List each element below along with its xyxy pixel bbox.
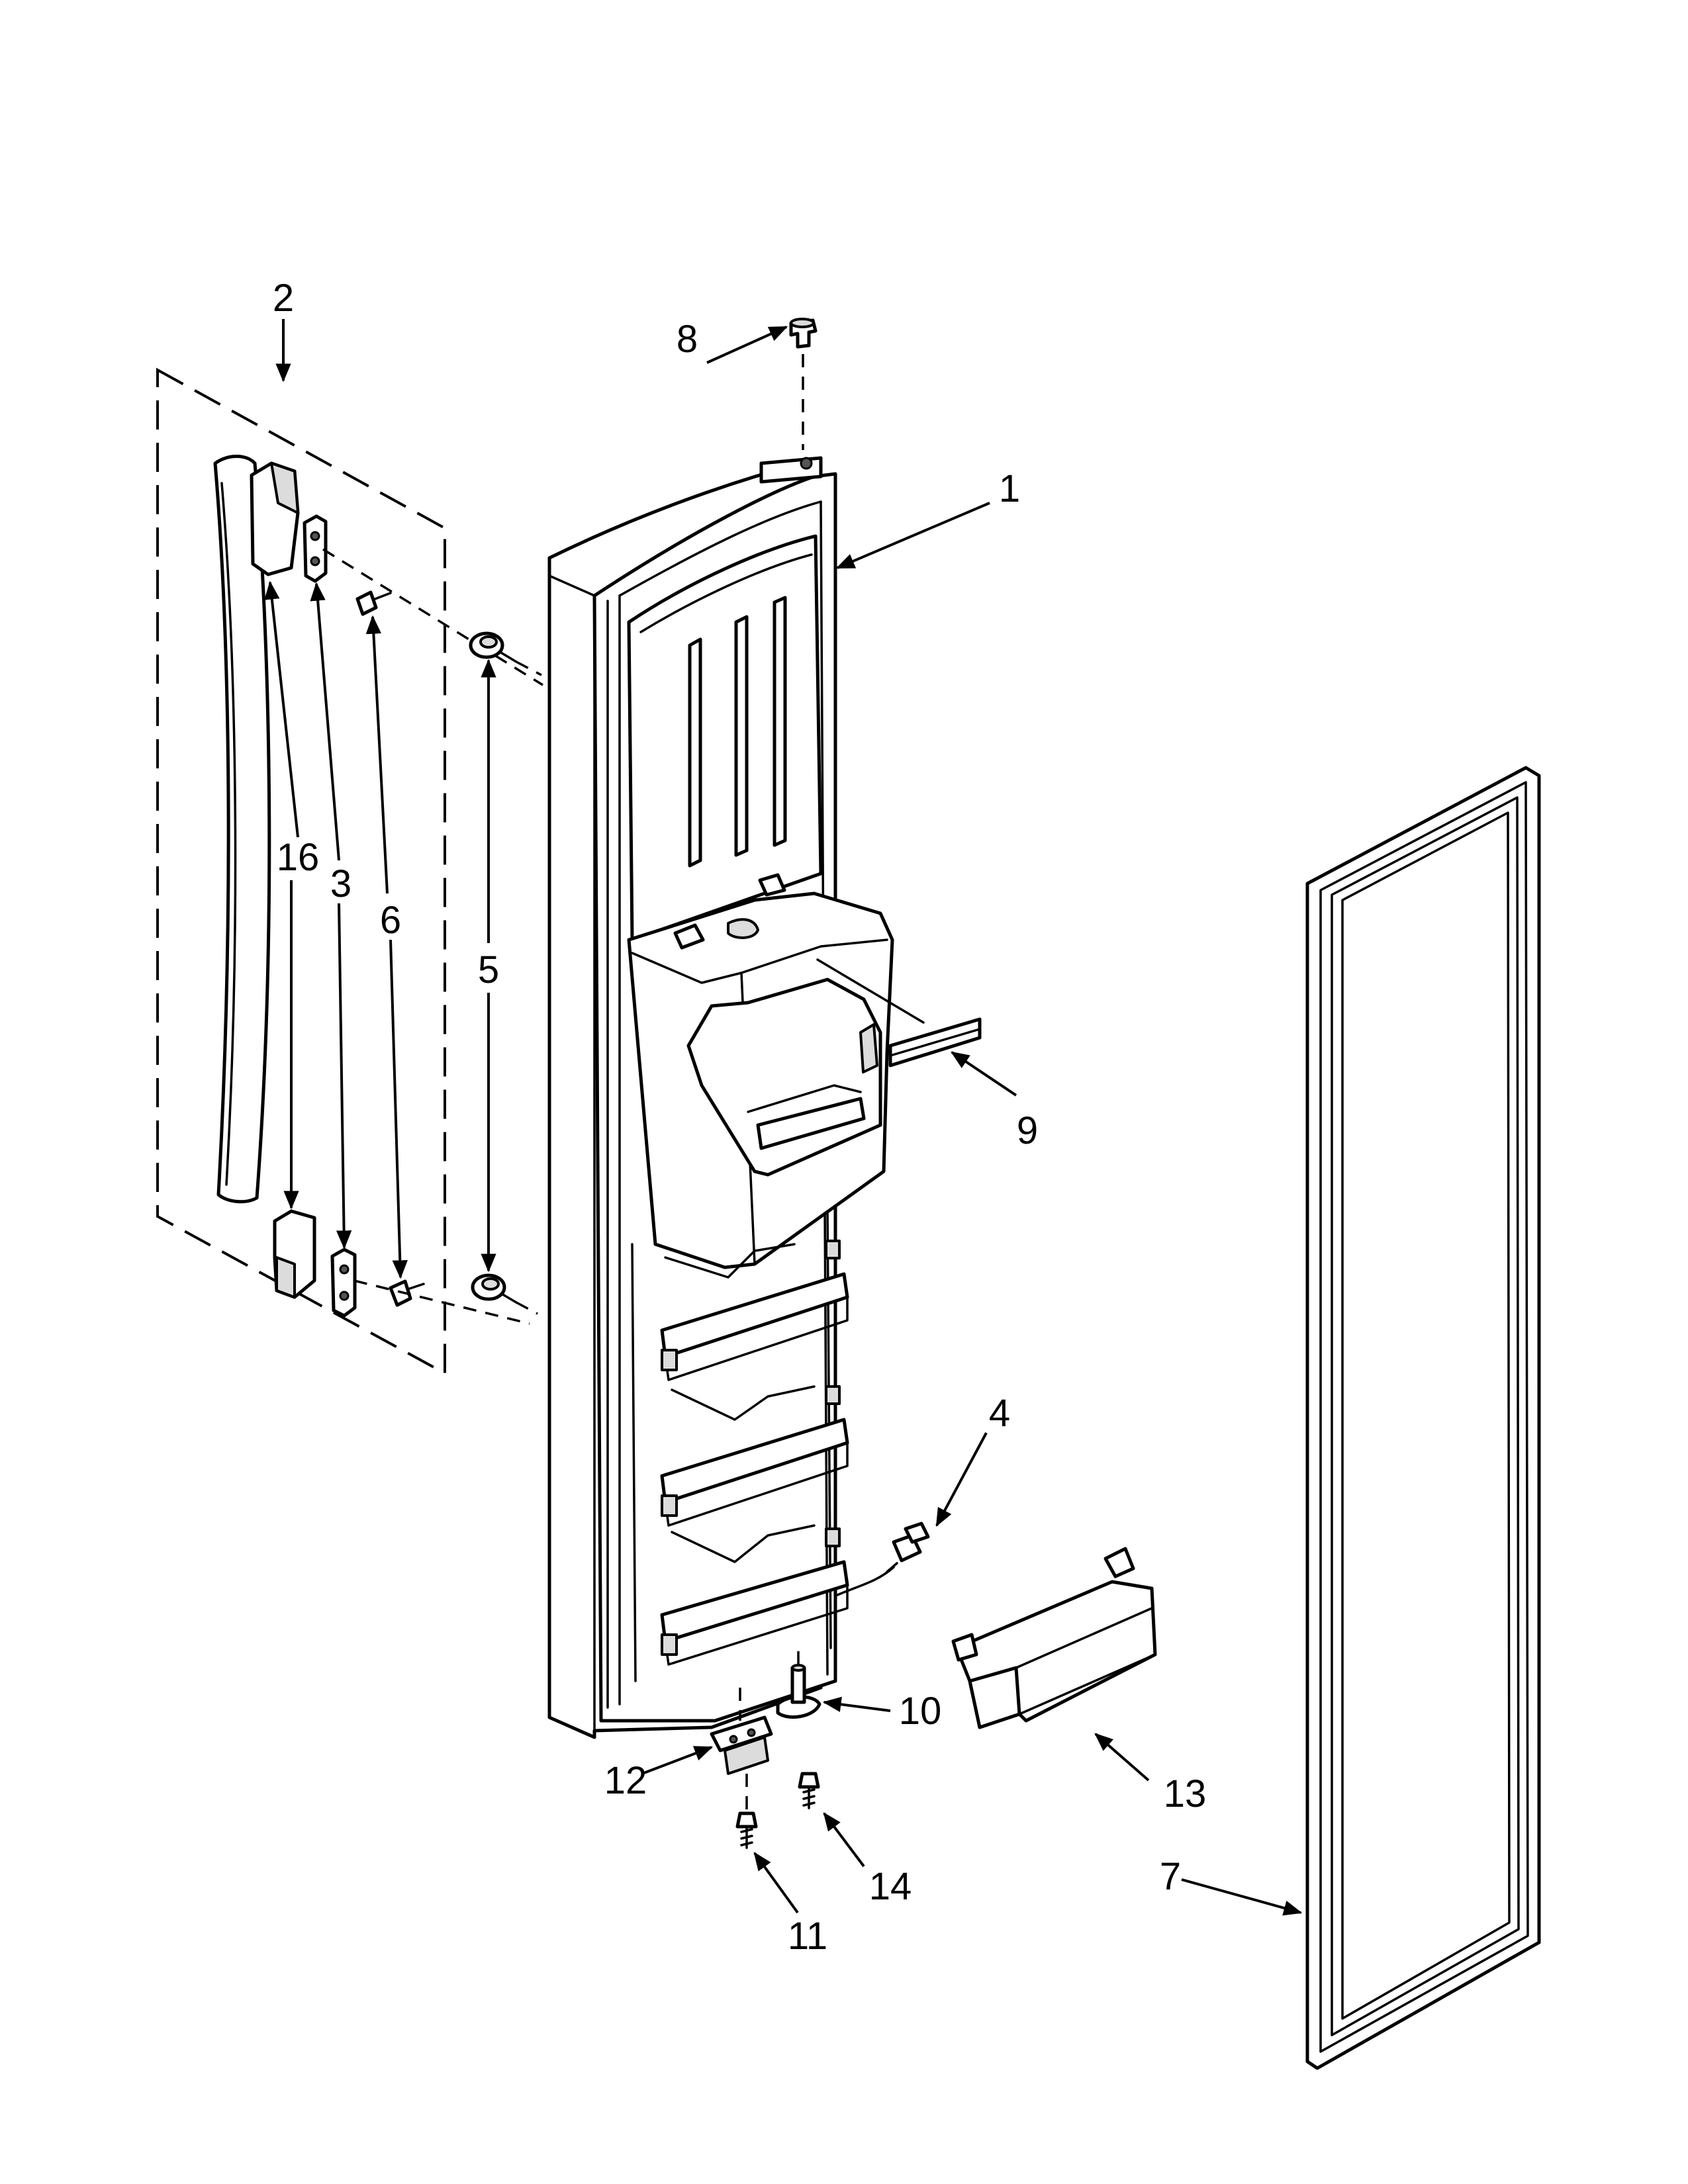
bottom-hinge-bracket — [710, 1715, 773, 1775]
ice-chute-opening — [727, 918, 759, 939]
door-bin-clip-right — [1103, 1547, 1135, 1578]
shelf-clip-6 — [825, 1527, 841, 1547]
leader-14 — [823, 1812, 865, 1868]
lower-end-cap-face — [275, 1256, 296, 1298]
dispenser-light-bar — [888, 1017, 982, 1068]
leader-7 — [1181, 1878, 1303, 1916]
lower-handle-screw — [389, 1279, 425, 1307]
door-gasket — [1305, 766, 1541, 2070]
door-bin — [951, 1547, 1157, 1729]
callout-5: 5 — [478, 948, 499, 991]
bar-leader-line — [816, 958, 925, 1024]
dispenser-recess-floor — [747, 1084, 862, 1113]
callout-10: 10 — [899, 1690, 942, 1733]
shelf-clip-5 — [825, 1385, 841, 1405]
bottom-hinge-pin — [776, 1664, 821, 1719]
leader-4 — [935, 1432, 988, 1527]
lower-assembly-line — [353, 1279, 530, 1325]
upper-bracket-hole — [310, 531, 320, 541]
upper-panel-lip — [639, 553, 813, 633]
callout-labels: 2 8 1 16 3 6 5 9 4 10 12 13 14 11 7 — [273, 277, 1206, 1958]
lower-bracket-hole-2 — [339, 1291, 350, 1301]
hinge-screw — [798, 1772, 820, 1809]
leader-12 — [641, 1746, 714, 1775]
leader-1 — [835, 502, 990, 569]
shelf-clip-1 — [661, 1349, 678, 1371]
leader-10 — [822, 1696, 891, 1712]
leader-8 — [706, 326, 788, 364]
upper-assembly-line — [322, 548, 543, 686]
hinge-bushing — [789, 318, 818, 349]
handle-kit-dashed-box — [156, 367, 446, 1376]
dispenser-paddle — [859, 1023, 878, 1073]
stud-line-lower — [516, 1301, 538, 1315]
leader-3-down — [336, 903, 352, 1250]
leader-11 — [753, 1852, 799, 1914]
upper-handle-bracket — [303, 514, 328, 583]
callout-9: 9 — [1017, 1109, 1038, 1152]
panel-rib-2 — [734, 615, 749, 857]
upper-bracket-hole-2 — [310, 556, 320, 567]
callout-2: 2 — [273, 277, 294, 320]
wire-harness — [836, 1522, 930, 1596]
leader-16-up — [264, 580, 299, 838]
dispenser-peg-left — [673, 923, 705, 950]
leader-lines — [264, 319, 1303, 1916]
lower-handle-stud — [471, 1273, 518, 1304]
shelf-clip-3 — [661, 1633, 678, 1656]
bracket-screw — [735, 1811, 758, 1849]
shelf-rail-left — [631, 1243, 637, 1682]
callout-12: 12 — [604, 1759, 647, 1802]
callout-3: 3 — [330, 862, 352, 905]
callout-16: 16 — [277, 836, 320, 879]
stud-line-upper — [516, 660, 542, 676]
door-bin-clip-left — [951, 1633, 978, 1662]
callout-11: 11 — [788, 1915, 827, 1958]
shelf-1-wall — [664, 1243, 796, 1279]
upper-end-cap-face — [270, 462, 299, 514]
freezer-door-assembly — [547, 456, 894, 1739]
leader-13 — [1094, 1733, 1150, 1782]
callout-8: 8 — [677, 318, 698, 361]
lower-bracket-hole — [339, 1264, 350, 1275]
callout-13: 13 — [1164, 1772, 1207, 1815]
lower-handle-bracket — [330, 1248, 357, 1318]
panel-rib-1 — [688, 637, 702, 868]
shelf-clip-4 — [825, 1240, 841, 1259]
dispenser-peg-right — [758, 873, 786, 897]
shelf-3-wall — [671, 1524, 816, 1563]
gasket-channel-top — [618, 500, 822, 597]
callout-6: 6 — [380, 899, 401, 942]
top-hinge-hole — [800, 457, 813, 470]
leader-9 — [951, 1051, 1017, 1097]
leader-6-down — [389, 939, 408, 1279]
callout-7: 7 — [1160, 1855, 1181, 1898]
leader-6-up — [365, 615, 389, 894]
shelf-2-wall — [671, 1385, 816, 1421]
upper-handle-stud — [469, 631, 518, 663]
upper-handle-screw — [355, 590, 392, 616]
handle-kit-group — [156, 367, 543, 1376]
callout-4: 4 — [989, 1392, 1010, 1435]
door-handle-edge — [220, 482, 237, 1186]
drip-tray — [756, 1097, 866, 1150]
leader-3-up — [310, 582, 340, 861]
panel-rib-3 — [773, 596, 787, 847]
callout-1: 1 — [999, 467, 1020, 510]
callout-14: 14 — [869, 1865, 912, 1908]
shelf-clip-2 — [661, 1494, 678, 1517]
